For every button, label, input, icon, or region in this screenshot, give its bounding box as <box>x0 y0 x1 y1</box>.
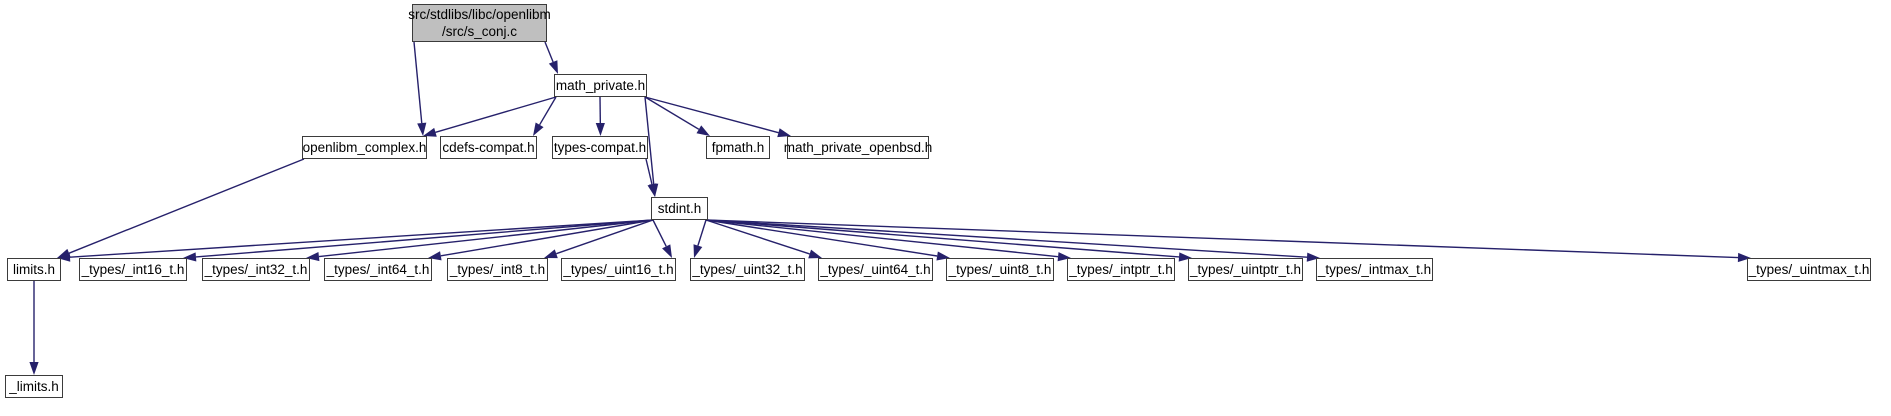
graph-edge-line <box>644 96 779 134</box>
graph-edge-line <box>705 219 810 255</box>
graph-node-label: _limits.h <box>9 378 59 394</box>
graph-node-label: fpmath.h <box>711 139 765 155</box>
graph-node-types_compat[interactable]: types-compat.h <box>552 136 648 159</box>
graph-edge-arrowhead <box>544 249 558 259</box>
graph-edge-line <box>556 219 654 255</box>
graph-node-label: stdint.h <box>657 200 702 216</box>
graph-edge-line <box>69 219 654 258</box>
graph-edge-arrowhead <box>662 244 672 258</box>
graph-node-label: types-compat.h <box>553 139 647 155</box>
graph-node-label: src/stdlibs/libc/openlibm /src/s_conj.c <box>408 7 551 39</box>
graph-node-int8[interactable]: _types/_int8_t.h <box>447 258 548 281</box>
graph-node-limits[interactable]: limits.h <box>7 258 61 281</box>
graph-node-label: _types/_uint8_t.h <box>948 261 1052 277</box>
graph-edge-line <box>705 219 1180 258</box>
graph-node-label: _types/_uintmax_t.h <box>1748 261 1870 277</box>
graph-node-label: _types/_uint64_t.h <box>820 261 931 277</box>
graph-edge-line <box>68 158 305 254</box>
graph-node-uint64[interactable]: _types/_uint64_t.h <box>818 258 933 281</box>
graph-edge-arrowhead <box>57 248 71 258</box>
graph-node-label: math_private_openbsd.h <box>783 139 933 155</box>
graph-edge-line <box>195 219 654 258</box>
graph-node-int16[interactable]: _types/_int16_t.h <box>79 258 187 281</box>
graph-node-math_private_openbsd[interactable]: math_private_openbsd.h <box>784 136 932 159</box>
graph-node-label: _types/_uint16_t.h <box>563 261 674 277</box>
graph-node-int32[interactable]: _types/_int32_t.h <box>202 258 310 281</box>
graph-node-stdint[interactable]: stdint.h <box>651 197 708 220</box>
graph-edge-arrowhead <box>693 244 703 258</box>
graph-node-label: _types/_intptr_t.h <box>1069 261 1173 277</box>
graph-node-cdefs_compat[interactable]: cdefs-compat.h <box>440 136 537 159</box>
graph-node-label: _types/_int32_t.h <box>204 261 308 277</box>
graph-node-math_private[interactable]: math_private.h <box>554 74 647 97</box>
graph-node-label: _types/_uint32_t.h <box>692 261 803 277</box>
graph-node-label: _types/_uintptr_t.h <box>1189 261 1302 277</box>
graph-edge-arrowhead <box>548 60 558 74</box>
graph-node-uint32[interactable]: _types/_uint32_t.h <box>690 258 805 281</box>
graph-node-label: math_private.h <box>555 77 646 93</box>
graph-edge-line <box>697 219 707 246</box>
graph-edge-arrowhead <box>696 125 710 136</box>
graph-edge-line <box>705 219 1308 258</box>
graph-node-label: openlibm_complex.h <box>302 139 427 155</box>
graph-edge-arrowhead <box>649 183 659 197</box>
graph-node-label: _types/_int16_t.h <box>81 261 185 277</box>
graph-edge-line <box>705 219 1739 259</box>
graph-node-uint8[interactable]: _types/_uint8_t.h <box>946 258 1054 281</box>
graph-edge-arrowhead <box>647 183 657 197</box>
graph-node-fpmath[interactable]: fpmath.h <box>706 136 770 159</box>
graph-node-openlibm_complex[interactable]: openlibm_complex.h <box>302 136 427 159</box>
graph-node-label: _types/_intmax_t.h <box>1317 261 1432 277</box>
graph-node-label: _types/_int8_t.h <box>449 261 546 277</box>
graph-node-uintmax[interactable]: _types/_uintmax_t.h <box>1747 258 1871 281</box>
graph-node-uint16[interactable]: _types/_uint16_t.h <box>561 258 676 281</box>
graph-edge-line <box>318 219 654 258</box>
graph-edge-line <box>645 158 653 185</box>
graph-node-label: limits.h <box>13 261 56 277</box>
graph-edge-line <box>644 96 700 130</box>
graph-edge-line <box>539 96 557 126</box>
graph-edge-arrowhead <box>29 362 39 375</box>
graph-edge-line <box>652 219 667 247</box>
graph-edge-arrowhead <box>417 122 427 136</box>
graph-node-intmax[interactable]: _types/_intmax_t.h <box>1316 258 1433 281</box>
graph-edge-line <box>705 219 1059 258</box>
graph-edge-arrowhead <box>595 122 605 136</box>
graph-edge-line <box>413 41 423 124</box>
graph-edge-line <box>435 96 557 134</box>
graph-edge-line <box>544 41 554 63</box>
graph-node-intptr[interactable]: _types/_intptr_t.h <box>1067 258 1175 281</box>
graph-node-label: _types/_int64_t.h <box>326 261 430 277</box>
graph-edge-arrowhead <box>808 249 822 259</box>
graph-edge-arrowhead <box>533 122 544 136</box>
graph-node-root: src/stdlibs/libc/openlibm /src/s_conj.c <box>408 4 551 42</box>
graph-edge-line <box>705 219 938 257</box>
graph-node-uintptr[interactable]: _types/_uintptr_t.h <box>1188 258 1303 281</box>
graph-node-_limits[interactable]: _limits.h <box>5 375 63 398</box>
graph-node-label: cdefs-compat.h <box>442 139 535 155</box>
graph-edge-line <box>440 219 654 257</box>
graph-node-int64[interactable]: _types/_int64_t.h <box>324 258 432 281</box>
